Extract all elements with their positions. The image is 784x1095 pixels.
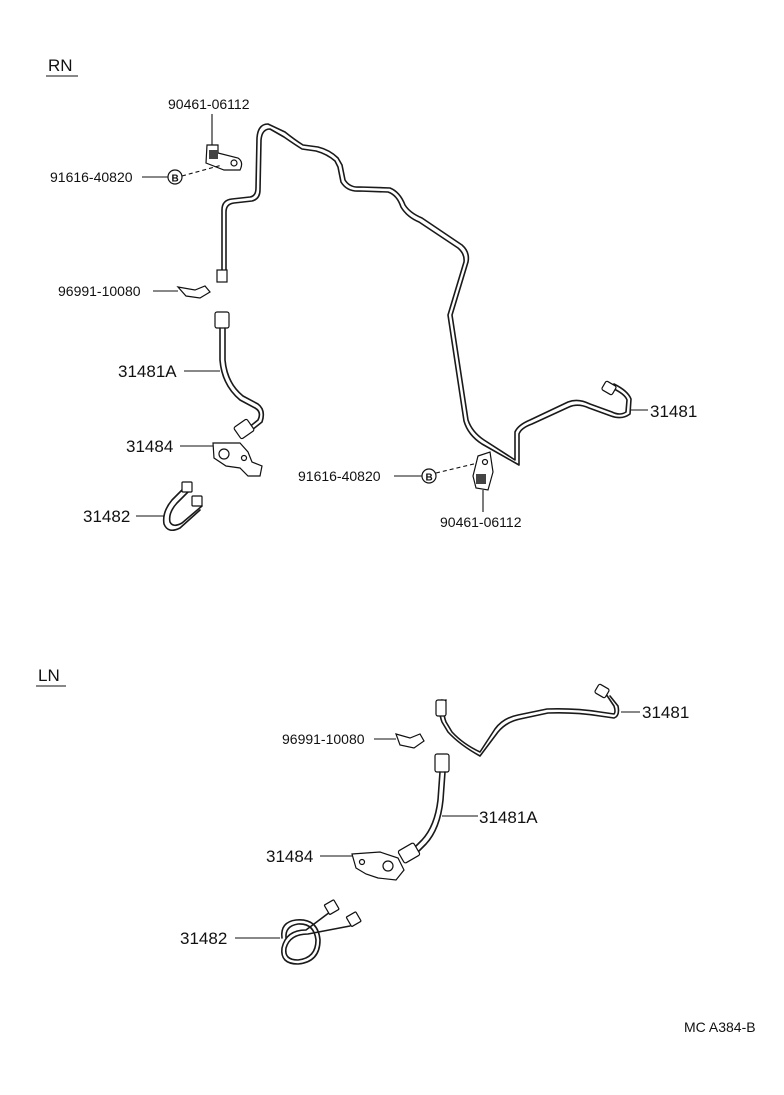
rn-hose-loop bbox=[162, 481, 203, 532]
rn-bracket-top bbox=[205, 144, 243, 171]
ln-hose-a bbox=[397, 753, 450, 864]
ln-hose-loop-label: 31482 bbox=[180, 929, 227, 948]
section-ln: LN 31481 96991-10080 31481A bbox=[36, 666, 689, 965]
rn-bolt-top-marker-letter: B bbox=[172, 174, 179, 185]
rn-bracket-plate-label: 31484 bbox=[126, 437, 173, 456]
rn-bracket-plate bbox=[212, 442, 263, 477]
ln-tube-main bbox=[435, 683, 620, 757]
section-rn: RN 90461-06112 B 91616-40820 96991-10080 bbox=[46, 56, 697, 532]
rn-hose-loop-label: 31482 bbox=[83, 507, 130, 526]
rn-tube-main-second-wall bbox=[225, 128, 632, 466]
rn-bolt-top-dash bbox=[181, 164, 223, 177]
rn-bracket-top-label: 90461-06112 bbox=[168, 96, 250, 112]
rn-tube-end-fitting bbox=[601, 380, 617, 396]
ln-clip bbox=[395, 733, 425, 749]
rn-bolt-top-label: 91616-40820 bbox=[50, 169, 133, 185]
rn-hose-a bbox=[214, 311, 265, 440]
ln-clip-label: 96991-10080 bbox=[282, 731, 365, 747]
rn-tube-fitting bbox=[216, 269, 228, 283]
ln-bracket-plate-label: 31484 bbox=[266, 847, 313, 866]
rn-bolt-bottom-dash bbox=[435, 462, 479, 474]
rn-bolt-bottom-marker-letter: B bbox=[426, 473, 433, 484]
rn-hose-a-label: 31481A bbox=[118, 362, 177, 381]
ln-tube-main-label: 31481 bbox=[642, 703, 689, 722]
rn-bolt-bottom-label: 91616-40820 bbox=[298, 468, 381, 484]
rn-clip bbox=[176, 285, 211, 299]
section-label-rn: RN bbox=[48, 56, 73, 75]
ln-hose-a-label: 31481A bbox=[479, 808, 538, 827]
ln-hose-loop bbox=[280, 899, 362, 965]
rn-tube-main-label: 31481 bbox=[650, 402, 697, 421]
rn-clip-label: 96991-10080 bbox=[58, 283, 141, 299]
rn-bracket-bottom bbox=[472, 451, 494, 491]
rn-bracket-bottom-label: 90461-06112 bbox=[440, 514, 522, 530]
ln-bracket-plate bbox=[351, 851, 405, 881]
rn-tube-main bbox=[221, 123, 628, 461]
section-label-ln: LN bbox=[38, 666, 60, 685]
diagram-code: MC A384-B bbox=[684, 1019, 756, 1035]
